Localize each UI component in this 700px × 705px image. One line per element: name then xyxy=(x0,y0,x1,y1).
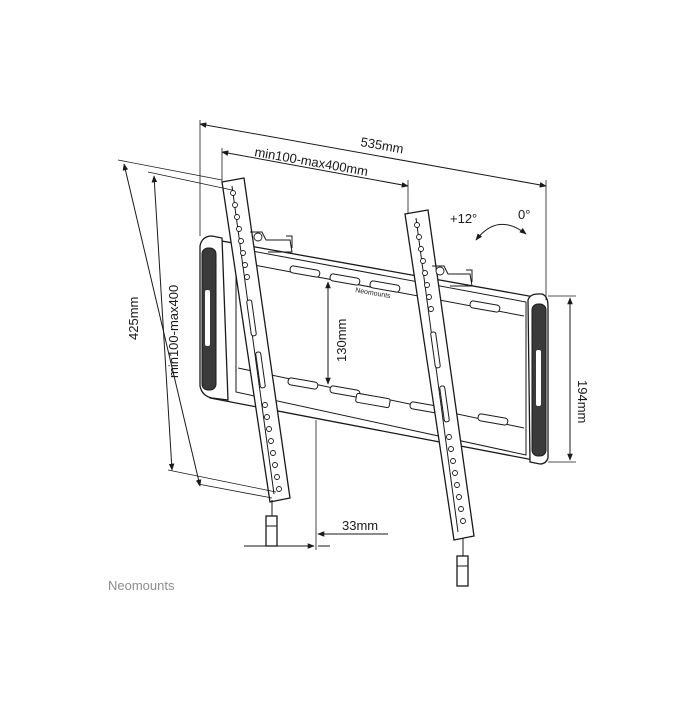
plate-height-label: 194mm xyxy=(575,380,590,423)
overall-width-label: 535mm xyxy=(359,134,404,156)
overall-height-label: 425mm xyxy=(126,297,141,340)
brand-caption: Neomounts xyxy=(108,578,175,593)
tilt-down-label: 0° xyxy=(518,207,530,222)
vesa-width-label: min100-max400mm xyxy=(253,144,369,179)
wall-distance-label: 33mm xyxy=(342,518,378,533)
dim-vesa-width: min100-max400mm xyxy=(221,144,409,214)
end-cap-right xyxy=(527,293,549,465)
end-cap-left xyxy=(199,235,229,401)
right-bracket xyxy=(404,209,475,587)
dim-plate-height: 194mm xyxy=(548,295,590,463)
inner-height-label: 130mm xyxy=(334,319,349,362)
dim-inner-height: 130mm xyxy=(325,281,349,385)
left-bracket xyxy=(221,177,293,547)
tilt-indicator: +12° 0° xyxy=(450,207,530,241)
vesa-height-label: min100-max400 xyxy=(166,285,181,378)
wall-plate: Neomounts xyxy=(204,237,545,463)
dim-wall-distance: 33mm xyxy=(244,420,388,550)
tilt-up-label: +12° xyxy=(450,211,477,226)
dim-vesa-height: min100-max400 xyxy=(147,171,277,493)
